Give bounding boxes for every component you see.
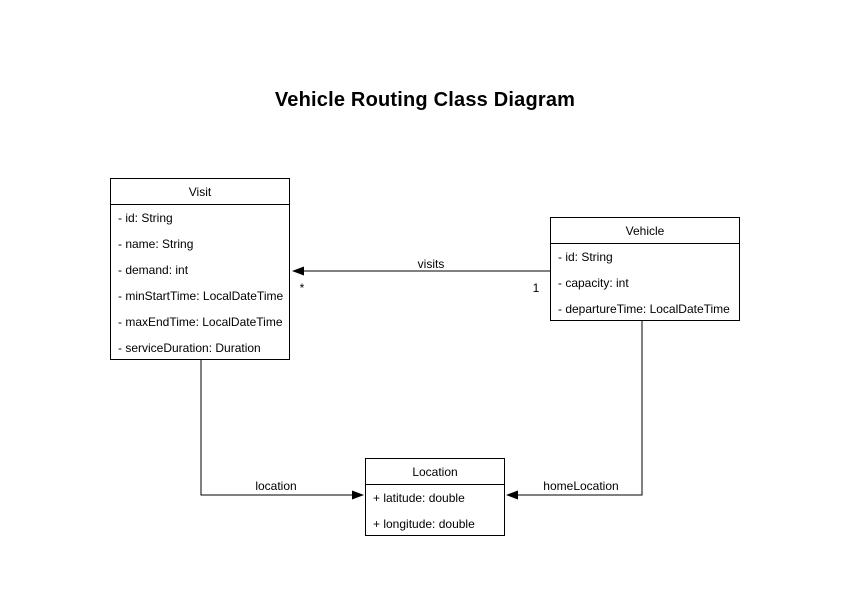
class-location-attr-longitude: + longitude: double xyxy=(373,517,475,531)
class-visit-attr-demand: - demand: int xyxy=(118,263,189,277)
location-association-line[interactable] xyxy=(200,360,364,500)
class-vehicle-attr-id: - id: String xyxy=(558,250,613,264)
class-location-title: Location xyxy=(366,459,504,485)
location-edge-label: location xyxy=(255,479,297,493)
class-visit-attr-minstarttime: - minStartTime: LocalDateTime xyxy=(118,289,284,303)
class-vehicle-title: Vehicle xyxy=(551,218,739,244)
class-visit-title: Visit xyxy=(111,179,289,205)
visits-source-multiplicity: 1 xyxy=(532,281,540,295)
class-box-vehicle[interactable]: Vehicle - id: String - capacity: int - d… xyxy=(550,217,740,321)
diagram-title: Vehicle Routing Class Diagram xyxy=(274,89,576,111)
class-box-location[interactable]: Location + latitude: double + longitude:… xyxy=(365,458,505,536)
homelocation-edge-label: homeLocation xyxy=(543,479,619,493)
homelocation-association-line[interactable] xyxy=(506,321,643,500)
class-vehicle-attr-departuretime: - departureTime: LocalDateTime xyxy=(558,302,730,316)
visits-target-multiplicity: * xyxy=(299,281,305,295)
visits-edge-label: visits xyxy=(417,257,445,271)
class-box-visit[interactable]: Visit - id: String - name: String - dema… xyxy=(110,178,290,360)
class-visit-attr-id: - id: String xyxy=(118,211,173,225)
class-visit-attr-serviceduration: - serviceDuration: Duration xyxy=(118,341,261,355)
class-visit-attr-name: - name: String xyxy=(118,237,194,251)
class-vehicle-attr-capacity: - capacity: int xyxy=(558,276,629,290)
class-visit-attr-maxendtime: - maxEndTime: LocalDateTime xyxy=(118,315,283,329)
class-location-attr-latitude: + latitude: double xyxy=(373,491,465,505)
